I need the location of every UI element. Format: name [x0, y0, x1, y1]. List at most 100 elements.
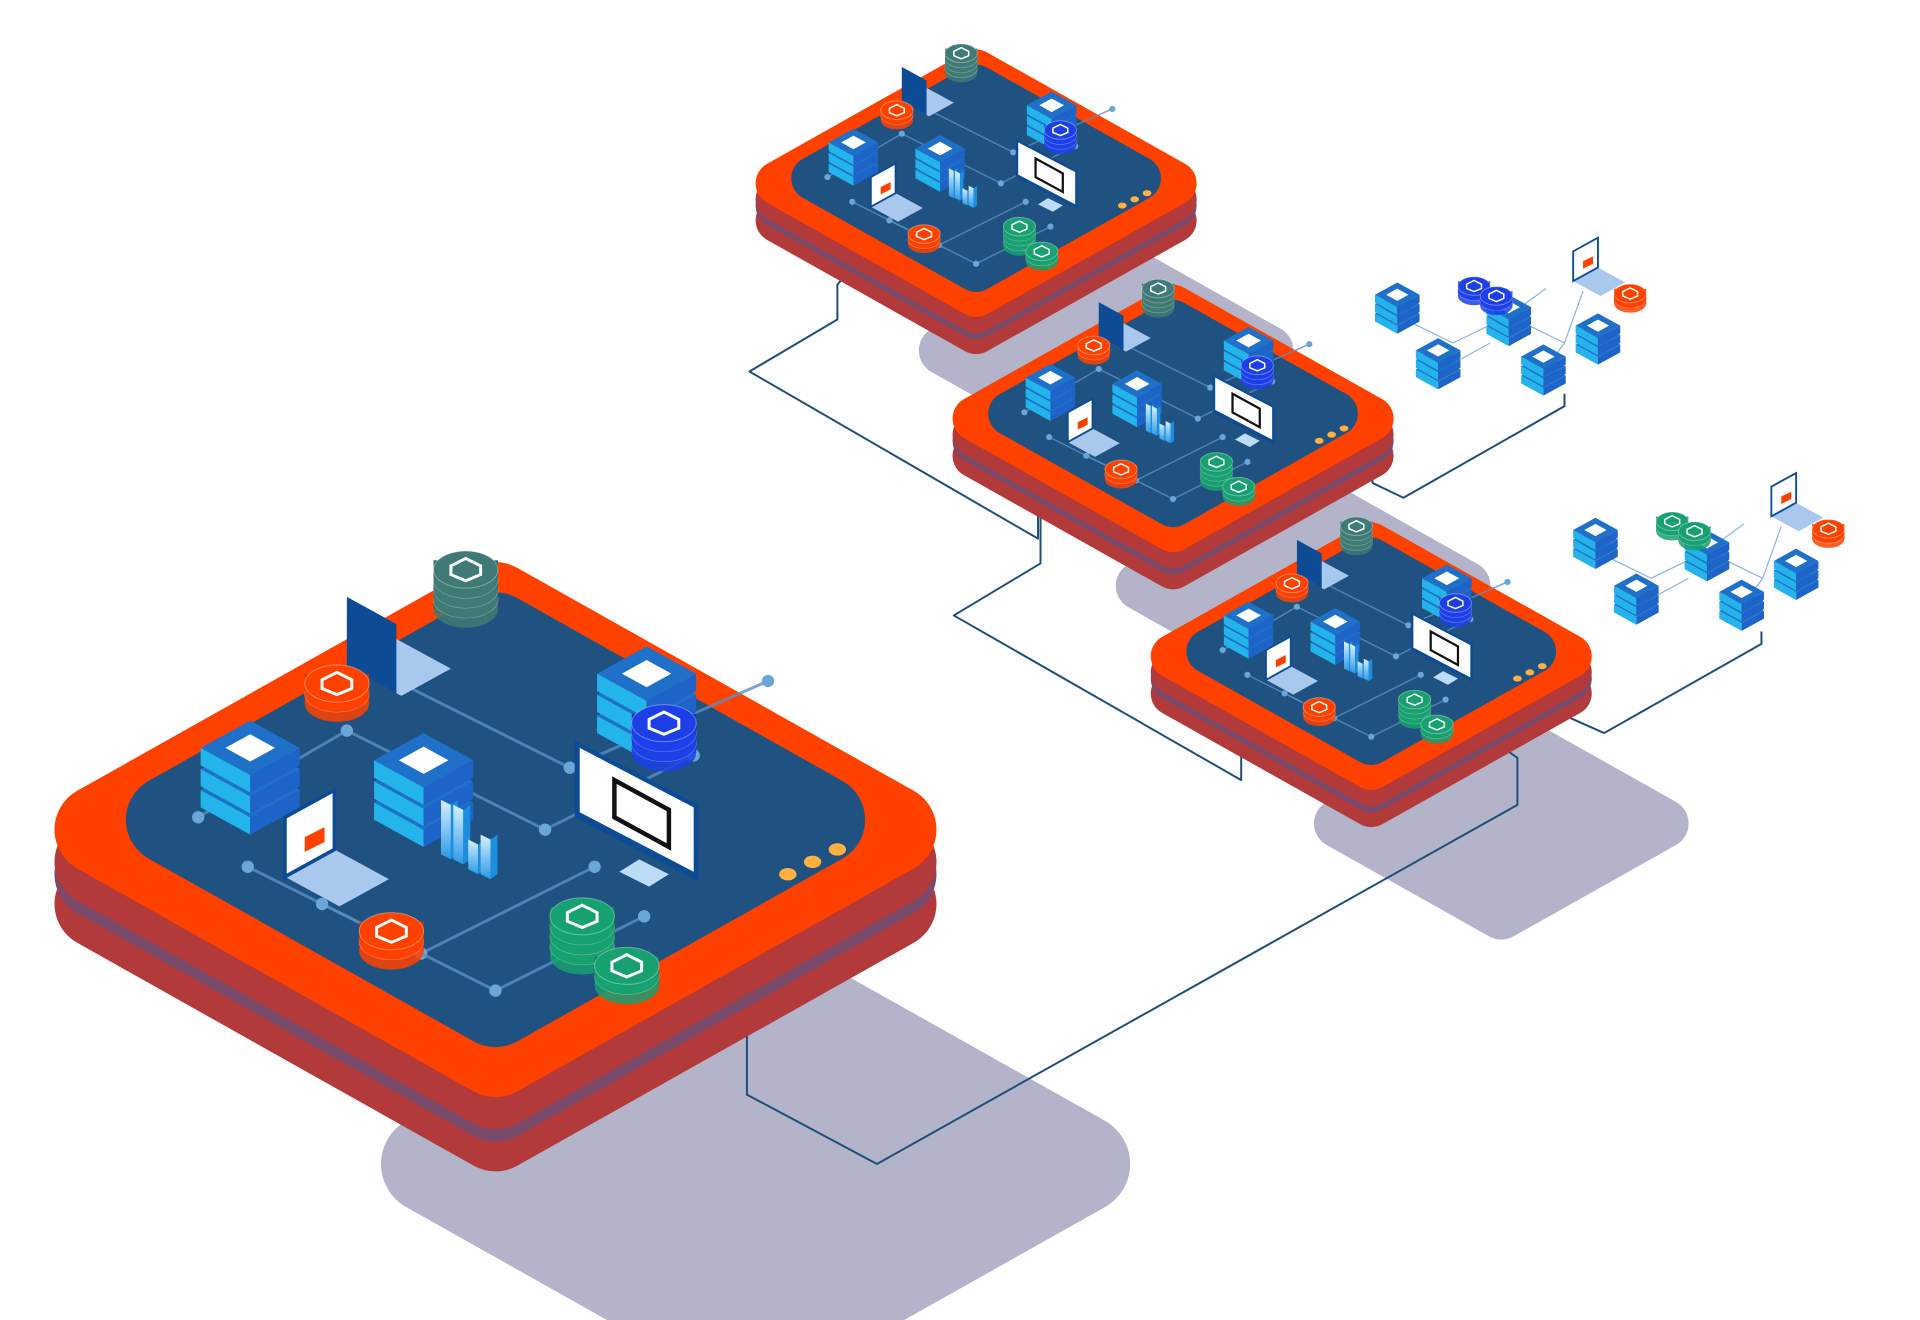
server-side-right	[1543, 366, 1566, 387]
server-side-right	[250, 790, 300, 835]
server-light	[1322, 614, 1348, 629]
node-clusters	[1374, 236, 1845, 631]
laptop-lid	[346, 596, 397, 694]
server-side-right	[1543, 375, 1566, 396]
laptop-icon	[1572, 236, 1626, 296]
circuit-node	[1281, 690, 1288, 697]
monitor-icon	[1212, 373, 1275, 448]
server-side-left	[1025, 398, 1051, 422]
server-stack-icon	[828, 128, 879, 186]
coin-face	[1302, 697, 1336, 717]
server-side-left	[1026, 105, 1052, 128]
bar	[1344, 641, 1349, 672]
server-stack-icon	[374, 733, 474, 847]
cube-logo-icon	[1406, 693, 1423, 707]
server-side-right	[1050, 388, 1076, 411]
bar	[1145, 403, 1151, 434]
circuit-node	[340, 724, 354, 737]
server-side-left	[200, 768, 251, 814]
server-side-left	[1573, 529, 1596, 551]
server-side-left	[828, 152, 854, 176]
circuit-node	[1194, 415, 1201, 422]
circuit-node	[1021, 409, 1028, 416]
server-side-right	[1248, 636, 1274, 659]
screen-graphic	[1077, 417, 1088, 430]
coin-stack-icon	[1141, 278, 1175, 318]
indicator-dot	[828, 843, 847, 856]
laptop-lid	[1098, 302, 1124, 351]
server-side-left	[1614, 585, 1637, 606]
server-side-left	[1025, 388, 1051, 411]
circuit-node	[886, 217, 893, 224]
server-side-left	[1415, 359, 1439, 380]
circuit-node	[1083, 452, 1090, 459]
server-side-left	[1223, 340, 1249, 363]
circuit-node	[824, 173, 831, 181]
server-side-right	[1595, 548, 1618, 569]
server-side-left	[1310, 642, 1336, 665]
coin-face	[1339, 516, 1373, 537]
server-side-left	[1521, 366, 1544, 387]
server-stack-icon	[1112, 370, 1162, 428]
coin-face	[1222, 476, 1256, 497]
circuit-node	[1368, 733, 1375, 740]
bar	[955, 170, 960, 201]
bar	[1357, 661, 1363, 679]
coin-face	[1438, 593, 1473, 613]
bar	[1363, 658, 1369, 682]
server-side-right	[1543, 356, 1566, 377]
lower-node-cluster	[1573, 471, 1845, 631]
server-side-left	[1223, 636, 1249, 659]
coin-stack-icon	[1240, 355, 1274, 390]
server-side-left	[915, 148, 941, 171]
server-side-left	[1521, 356, 1544, 377]
middle-platform	[952, 278, 1394, 590]
server-stack-icon	[1223, 601, 1274, 659]
coin-stack-icon	[1077, 335, 1111, 365]
cube-logo-icon	[1085, 339, 1102, 352]
cube-logo-icon	[449, 556, 483, 583]
indicator-dot	[1142, 190, 1152, 197]
laptop-screen	[1265, 634, 1292, 682]
indicator-dot	[1537, 663, 1547, 670]
cluster-link	[1762, 526, 1782, 579]
server-side-right	[1706, 542, 1730, 563]
server-stack-icon	[1719, 579, 1764, 631]
screen-dialog	[1429, 629, 1460, 667]
screen-graphic	[880, 182, 891, 195]
circuit-node	[1010, 149, 1017, 156]
coin-stack-icon	[1420, 714, 1454, 744]
server-side-left	[1719, 591, 1742, 612]
server-light	[225, 734, 275, 762]
server-side-right	[250, 768, 300, 814]
cube-logo-icon	[1011, 220, 1028, 233]
monitor-screen	[579, 747, 694, 872]
coin-stack-icon	[1339, 516, 1373, 556]
server-side-left	[1575, 325, 1598, 346]
cube-logo-icon	[647, 710, 681, 736]
circuit-node	[1046, 434, 1053, 441]
lower-platform	[1150, 516, 1592, 828]
server-stack-icon	[1773, 548, 1819, 600]
server-side-left	[200, 790, 251, 835]
laptop-screen	[1066, 397, 1094, 444]
server-side-left	[374, 781, 424, 826]
cube-logo-icon	[1465, 279, 1483, 293]
cube-logo-icon	[1348, 519, 1365, 533]
server-side-left	[597, 673, 647, 719]
server-light	[1532, 350, 1555, 363]
coin-stack-icon	[1811, 518, 1845, 548]
server-side-right	[1741, 591, 1764, 612]
server-side-left	[1573, 548, 1596, 569]
laptop-screen	[1572, 236, 1599, 283]
cube-logo-icon	[1283, 576, 1301, 590]
circuit-node	[1293, 603, 1301, 610]
server-side-left	[1486, 326, 1509, 347]
server-side-right	[1595, 529, 1618, 551]
server-side-left	[1486, 316, 1509, 337]
coin-face	[1104, 459, 1138, 480]
bar-chart-icon	[948, 168, 978, 209]
server-side-left	[828, 163, 854, 186]
bar	[968, 185, 974, 209]
cube-logo-icon	[1488, 289, 1505, 303]
